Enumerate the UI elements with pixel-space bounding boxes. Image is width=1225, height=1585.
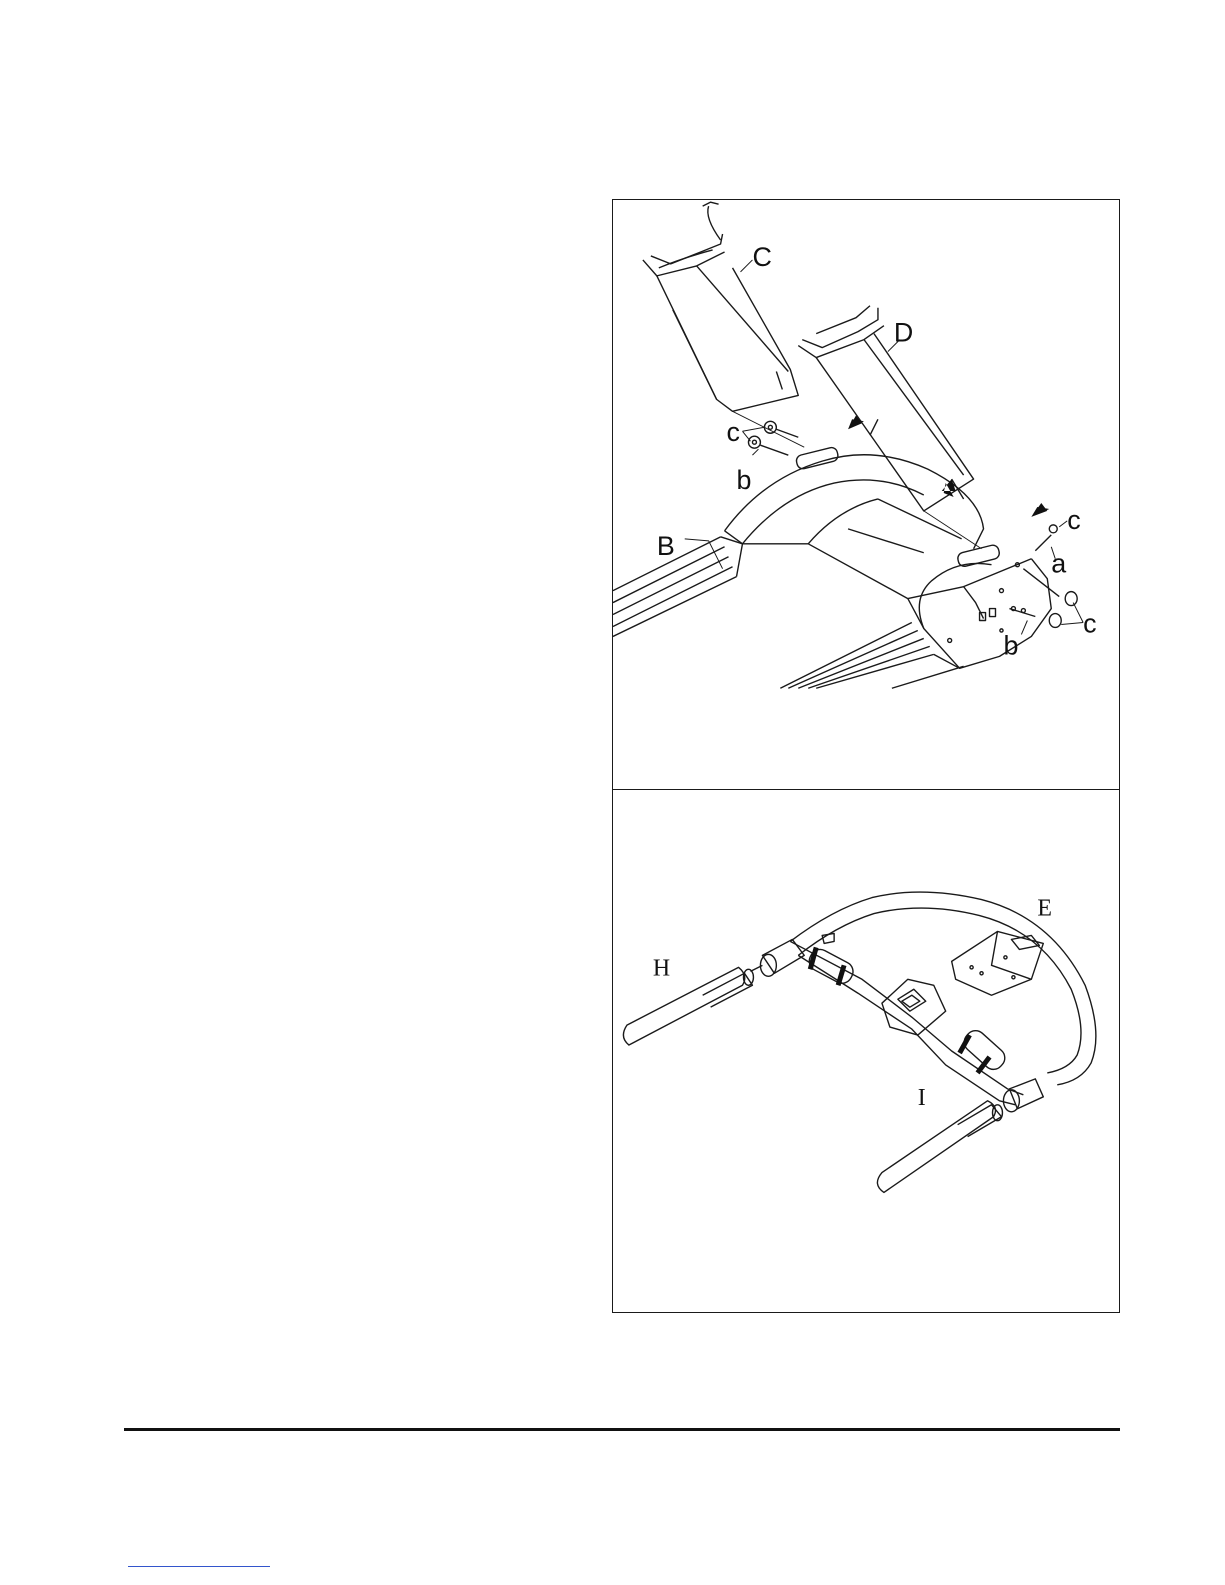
label-c-upright: C — [752, 242, 771, 272]
label-b-bolt-left: b — [737, 465, 752, 495]
motor-hood — [725, 531, 984, 619]
label-c-washer-right-top: c — [1067, 505, 1080, 535]
label-e-bracket: E — [1037, 896, 1052, 922]
grip-h — [623, 965, 762, 1045]
bracket-e — [952, 931, 1044, 995]
label-a-bolt: a — [1051, 549, 1066, 579]
label-d-upright: D — [894, 318, 913, 348]
grip-i — [877, 1101, 1002, 1193]
footer-divider — [124, 1428, 1120, 1431]
upright-c — [643, 202, 798, 411]
label-h-grip: H — [653, 955, 670, 981]
label-c-washer-right: c — [1083, 608, 1096, 638]
label-c-washer-left: c — [727, 417, 740, 447]
right-rail — [780, 622, 963, 688]
insert-arrow-right — [1031, 503, 1049, 517]
label-i-grip: I — [918, 1085, 926, 1111]
insert-arrow-left — [848, 415, 864, 429]
assembly-diagram-uprights: C D B c b c a c b — [612, 199, 1120, 791]
console-display — [882, 979, 946, 1035]
label-b-bolt-right: b — [1003, 630, 1018, 660]
left-rail — [613, 537, 742, 637]
uprights-drawing: C D B c b c a c b — [613, 200, 1119, 790]
handlebar-drawing: E H I — [613, 790, 1119, 1312]
label-b-hood: B — [657, 531, 675, 561]
assembly-diagram-handlebar: E H I — [612, 789, 1120, 1313]
footer-link-underline[interactable] — [128, 1566, 270, 1567]
